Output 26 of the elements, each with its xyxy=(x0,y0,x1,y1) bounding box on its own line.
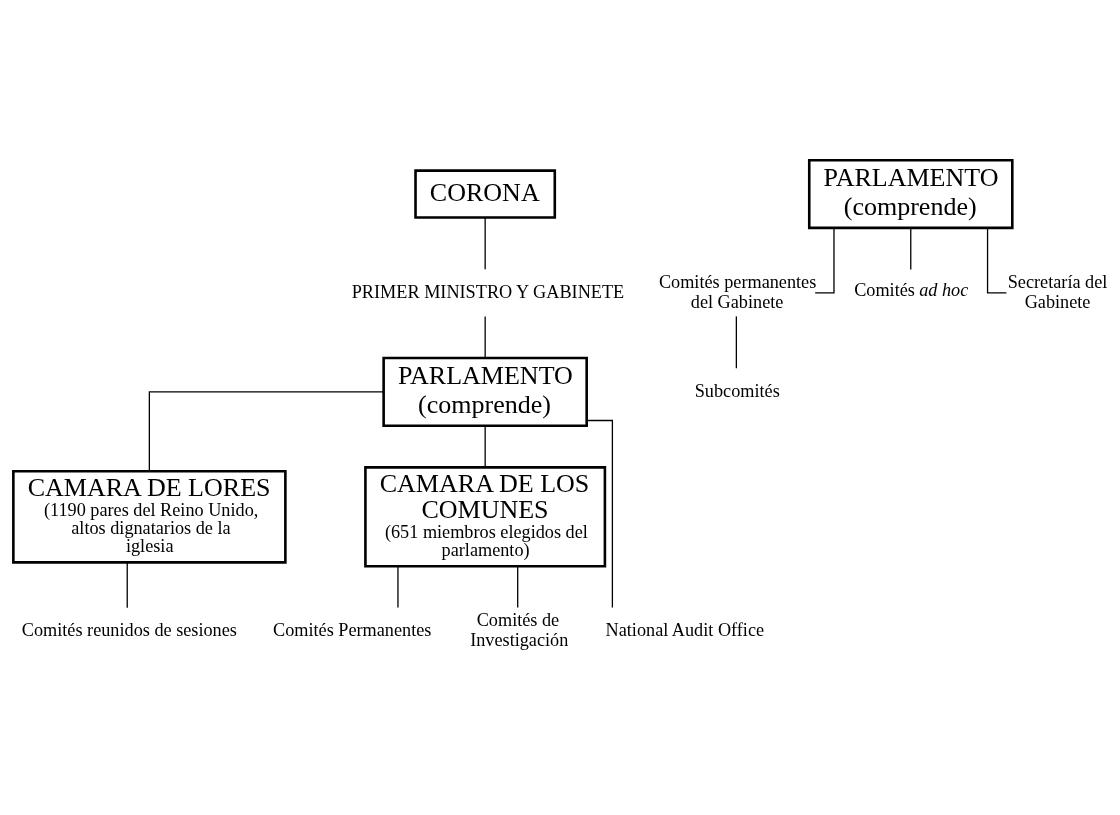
node-text: Secretaría del Gabinete xyxy=(1007,272,1108,312)
node-text: Comités Permanentes xyxy=(273,620,432,641)
node-text: Comités reunidos de sesiones xyxy=(21,620,237,641)
node-box: PARLAMENTO (comprende) xyxy=(807,158,1014,230)
node-text: Comités de Investigación xyxy=(470,610,569,650)
node-box: PARLAMENTO (comprende) xyxy=(382,356,588,428)
node-text: Comités ad hoc xyxy=(854,280,969,301)
node-text: Subcomités xyxy=(694,380,780,401)
connector xyxy=(484,315,486,359)
connector xyxy=(586,419,614,609)
connector xyxy=(735,315,737,369)
connector xyxy=(986,227,1008,294)
node-text: PRIMER MINISTRO Y GABINETE xyxy=(351,281,625,302)
connector xyxy=(910,227,912,271)
connector xyxy=(148,391,385,472)
node-box: CAMARA DE LORES (1190 pares del Reino Unido, altos dignatarios de la iglesia xyxy=(12,469,287,564)
connector xyxy=(126,561,128,609)
connector xyxy=(484,425,486,468)
connector xyxy=(814,227,835,294)
node-box: CAMARA DE LOS COMUNES (651 miembros elegidos del parlamento) xyxy=(364,466,607,568)
node-text: Comités permanentes del Gabinete xyxy=(658,272,817,312)
node-text: National Audit Office xyxy=(605,620,765,641)
connector xyxy=(484,216,486,270)
connector xyxy=(397,565,399,609)
connector xyxy=(517,565,519,609)
node-box: CORONA xyxy=(414,169,557,219)
